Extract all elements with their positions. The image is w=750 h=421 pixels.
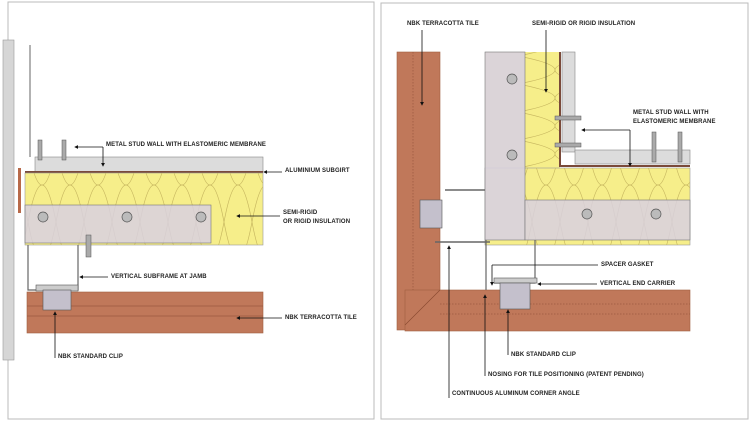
label-vertical-end-carrier: VERTICAL END CARRIER [600, 281, 676, 287]
label-terracotta-tile: NBK TERRACOTTA TILE [285, 315, 357, 321]
label-aluminium-subgirt: ALUMINIUM SUBGIRT [285, 168, 350, 174]
label-terracotta-tile: NBK TERRACOTTA TILE [407, 21, 479, 27]
label-vertical-subframe: VERTICAL SUBFRAME AT JAMB [111, 274, 207, 280]
left-detail-jamb [2, 1, 375, 420]
right-detail-corner [380, 2, 749, 420]
label-metal-stud-wall: METAL STUD WALL WITH ELASTOMERIC MEMBRAN… [106, 142, 266, 148]
label-insulation: SEMI-RIGID OR RIGID INSULATION [532, 21, 636, 27]
label-metal-stud-wall-line2: ELASTOMERIC MEMBRANE [633, 119, 716, 125]
label-insulation-line2: OR RIGID INSULATION [283, 219, 351, 225]
label-corner-angle: CONTINUOUS ALUMINUM CORNER ANGLE [452, 391, 580, 397]
label-standard-clip: NBK STANDARD CLIP [511, 352, 576, 358]
label-insulation-line1: SEMI-RIGID [283, 210, 318, 216]
label-metal-stud-wall-line1: METAL STUD WALL WITH [633, 110, 709, 116]
label-spacer-gasket: SPACER GASKET [601, 262, 654, 268]
label-standard-clip: NBK STANDARD CLIP [58, 354, 123, 360]
label-nosing: NOSING FOR TILE POSITIONING (PATENT PEND… [488, 372, 644, 378]
